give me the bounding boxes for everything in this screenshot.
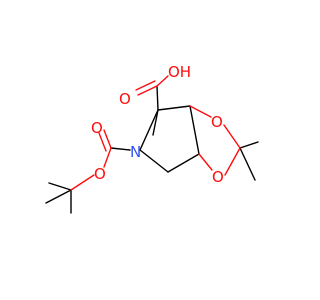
bond-boc-o-double-b bbox=[98, 132, 107, 152]
bond-c-acid bbox=[156, 85, 159, 111]
bond-ketal-me1 bbox=[239, 141, 259, 149]
dioxolane-ring bbox=[189, 105, 241, 176]
bond-c-o-double-a bbox=[137, 85, 158, 96]
molecule-structure: OH O O O N O O bbox=[45, 63, 259, 214]
atom-label-o-dioxolane-bottom: O bbox=[212, 168, 224, 186]
bond-c4-c5 bbox=[167, 153, 200, 173]
bond-c1-c2 bbox=[152, 109, 159, 136]
atom-label-o-acid: O bbox=[119, 90, 131, 108]
atom-labels: OH O O O N O O bbox=[91, 63, 224, 186]
bond-boc-o-ester bbox=[103, 147, 112, 168]
boc-group bbox=[70, 129, 131, 191]
carboxylic-acid-group bbox=[135, 75, 169, 111]
bond-tbu-3 bbox=[45, 189, 72, 204]
bond-tbu-1 bbox=[48, 182, 72, 191]
bond-c2-c3 bbox=[157, 105, 191, 111]
bond-n-c-boc bbox=[110, 147, 131, 151]
bond-c4-o-bottom bbox=[198, 153, 213, 171]
atom-label-o-boc-carbonyl: O bbox=[91, 119, 103, 137]
bond-ketal-me2 bbox=[239, 147, 256, 181]
atom-label-o-boc-ester: O bbox=[94, 165, 106, 183]
bond-c2-n bbox=[139, 109, 159, 151]
bond-o-tbu bbox=[70, 174, 95, 191]
atom-label-oh: OH bbox=[168, 63, 191, 81]
atom-label-o-dioxolane-top: O bbox=[211, 113, 223, 131]
bond-o-top-ketal bbox=[223, 124, 241, 149]
bond-c3-c4 bbox=[189, 105, 200, 155]
bond-c-o-double-b bbox=[135, 80, 156, 91]
bond-o-bottom-ketal bbox=[224, 147, 241, 176]
bond-c3-o-top bbox=[189, 105, 212, 118]
bond-boc-o-double-a bbox=[103, 129, 112, 149]
carbon-bonds bbox=[45, 105, 259, 214]
bond-c-oh bbox=[156, 75, 169, 87]
bond-n-c5 bbox=[139, 149, 169, 173]
atom-label-n: N bbox=[130, 143, 141, 161]
